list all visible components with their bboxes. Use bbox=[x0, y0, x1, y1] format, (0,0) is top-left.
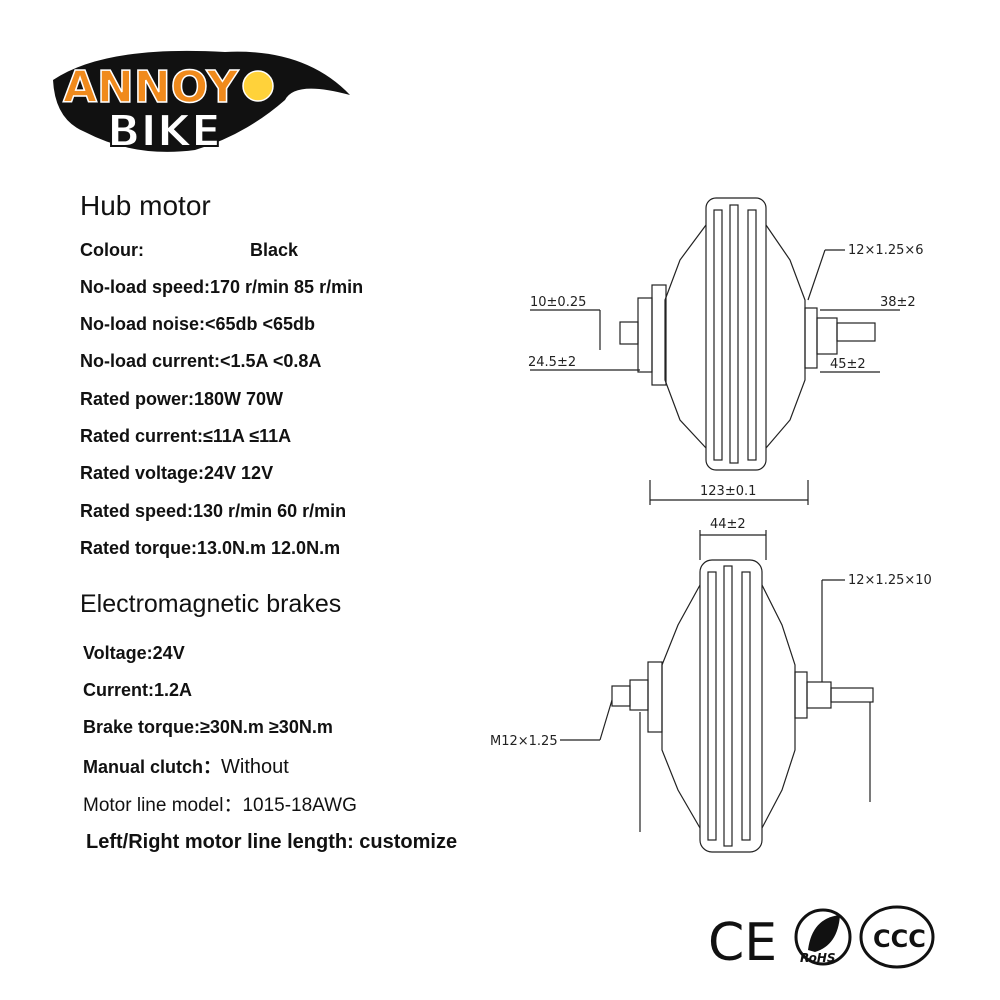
brake-voltage: Voltage:24V bbox=[83, 643, 185, 663]
dim-44: 44±2 bbox=[710, 517, 746, 532]
manual-clutch-row: Manual clutch：Without bbox=[83, 753, 289, 779]
spec-no-load-noise: No-load noise:<65db <65db bbox=[80, 314, 316, 334]
spec-rated-torque: Rated torque:13.0N.m 12.0N.m bbox=[80, 538, 341, 558]
colour-label: Colour: bbox=[80, 240, 144, 260]
top-right-flange bbox=[765, 224, 806, 449]
brakes-title: Electromagnetic brakes bbox=[80, 590, 342, 618]
spec-rated-voltage: Rated voltage:24V 12V bbox=[80, 463, 274, 483]
bottom-right-hub bbox=[794, 671, 808, 719]
spec-rated-power: Rated power:180W 70W bbox=[80, 389, 284, 409]
ccc-mark: CCC bbox=[859, 905, 935, 969]
dim-123: 123±0.1 bbox=[700, 484, 756, 499]
bottom-left-bracket bbox=[629, 679, 649, 711]
logo-line1: ANNOY bbox=[63, 62, 240, 113]
clutch-value: Without bbox=[221, 756, 289, 778]
rohs-mark: RoHS bbox=[794, 908, 852, 966]
dim-38: 38±2 bbox=[880, 295, 916, 310]
svg-text:RoHS: RoHS bbox=[800, 951, 836, 965]
gear-icon bbox=[242, 70, 274, 102]
dim-top-thread: 12×1.25×6 bbox=[848, 243, 924, 258]
motor-line-length: Left/Right motor line length: customize bbox=[86, 831, 458, 853]
top-right-shaft bbox=[836, 322, 876, 342]
spec-rated-speed: Rated speed:130 r/min 60 r/min bbox=[80, 501, 347, 521]
dim-24-5: 24.5±2 bbox=[528, 355, 576, 370]
bottom-left-nut bbox=[611, 685, 631, 707]
dim-bottom-thread: 12×1.25×10 bbox=[848, 573, 932, 588]
top-right-hub bbox=[804, 307, 818, 369]
dim-45: 45±2 bbox=[830, 357, 866, 372]
dim-10: 10±0.25 bbox=[530, 295, 586, 310]
brake-torque: Brake torque:≥30N.m ≥30N.m bbox=[83, 717, 333, 737]
annoy-bike-logo: ANNOY BIKE bbox=[53, 50, 350, 158]
hub-motor-drawing: 12×1.25×6 10±0.25 38±2 24.5±2 45±2 123±0… bbox=[490, 197, 932, 853]
clutch-label: Manual clutch： bbox=[83, 757, 222, 777]
ce-mark: CE bbox=[708, 913, 777, 973]
spec-no-load-current: No-load current:<1.5A <0.8A bbox=[80, 351, 322, 371]
top-left-hub bbox=[651, 284, 667, 386]
bottom-left-flange bbox=[661, 584, 701, 829]
certification-marks: CE RoHS CCC bbox=[708, 905, 935, 973]
colour-value: Black bbox=[250, 240, 299, 260]
top-left-bracket bbox=[637, 297, 653, 373]
bottom-right-flange bbox=[761, 584, 796, 829]
top-left-flange bbox=[664, 224, 707, 449]
colour-row: Colour: Black bbox=[80, 240, 298, 261]
spec-rated-current: Rated current:≤11A ≤11A bbox=[80, 426, 292, 446]
motor-line-model: Motor line model：1015-18AWG bbox=[83, 795, 357, 816]
bottom-right-nut bbox=[806, 681, 832, 709]
leaf-icon bbox=[808, 915, 840, 952]
brake-current: Current:1.2A bbox=[83, 680, 193, 700]
bottom-fins bbox=[707, 565, 751, 847]
spec-no-load-speed: No-load speed:170 r/min 85 r/min bbox=[80, 277, 364, 297]
bottom-motor-body bbox=[699, 559, 763, 853]
dim-m12: M12×1.25 bbox=[490, 734, 558, 749]
top-fins bbox=[713, 204, 757, 464]
svg-text:CCC: CCC bbox=[873, 925, 926, 953]
top-left-nut bbox=[619, 321, 639, 345]
bottom-left-hub bbox=[647, 661, 663, 733]
top-right-bracket bbox=[816, 317, 838, 355]
hub-motor-title: Hub motor bbox=[80, 190, 211, 221]
bottom-right-shaft bbox=[830, 687, 874, 703]
top-motor-body bbox=[705, 197, 767, 471]
logo-line2: BIKE bbox=[107, 106, 221, 157]
